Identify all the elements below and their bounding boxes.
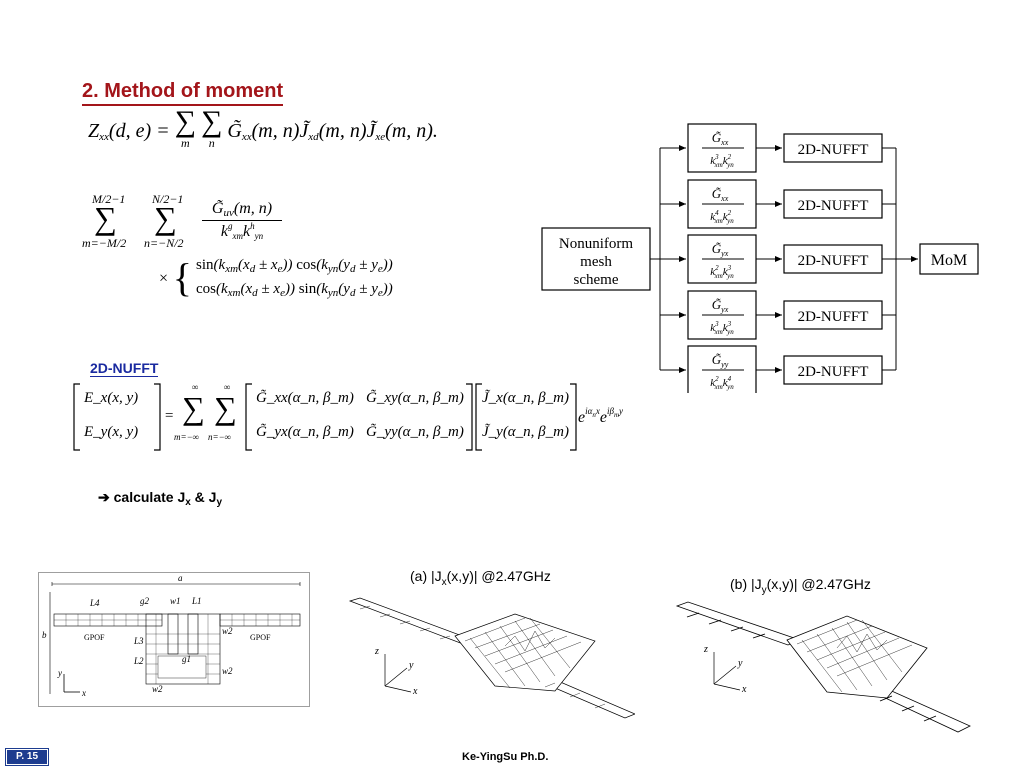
- sum-m-bot: m=−∞: [174, 432, 200, 442]
- slide-title: 2. Method of moment: [82, 80, 284, 106]
- layout-label-l2: L2: [133, 656, 144, 666]
- layout-label-g1: g1: [182, 654, 191, 664]
- nufft-section-label: 2D-NUFFT: [90, 360, 159, 377]
- matrix-e-x: E_x(x, y): [84, 390, 139, 406]
- trig-terms: × { sin(kxm(xd ± xe)) cos(kyn(yd ± ye)) …: [158, 255, 393, 300]
- layout-label-x: x: [81, 688, 86, 698]
- matrix-j-y: J̃_y(α_n, β_m): [482, 424, 569, 440]
- layout-label-l3: L3: [133, 636, 144, 646]
- layout-label-w2-b: w2: [222, 666, 233, 676]
- footer-author: Ke-YingSu Ph.D.: [462, 751, 549, 763]
- nufft-box-5: 2D-NUFFT: [798, 364, 869, 380]
- sum-n-bot: n=−∞: [208, 432, 232, 442]
- caption-b: (b) |Jy(x,y)| @2.47GHz: [730, 576, 871, 596]
- exp-terms: eiαnxeiβmy: [578, 406, 623, 426]
- matrix-g-xy: G̃_xy(α_n, β_m): [366, 390, 464, 406]
- sum-sign-m: ∑: [94, 200, 117, 236]
- matrix-g-yy: G̃_yy(α_n, β_m): [366, 424, 464, 440]
- matrix-brackets: [73, 383, 577, 451]
- source-line-2: mesh: [580, 254, 612, 270]
- svg-text:x: x: [412, 686, 418, 697]
- svg-text:x: x: [741, 684, 747, 695]
- current-plot-a: z y x: [348, 597, 635, 719]
- layout-label-b: b: [42, 630, 47, 640]
- layout-label-g2: g2: [140, 596, 150, 606]
- layout-label-l1: L1: [191, 596, 202, 606]
- calculate-text: calculate J: [113, 489, 186, 505]
- nufft-box-3: 2D-NUFFT: [798, 253, 869, 269]
- layout-label-w1: w1: [170, 596, 181, 606]
- matrix-g-xx: G̃_xx(α_n, β_m): [256, 390, 354, 406]
- calculate-line: ➔ calculate Jx & Jy: [98, 489, 223, 508]
- double-sum-equation: M/2−1 ∑ m=−M/2 N/2−1 ∑ n=−N/2 G̃uv(m, n)…: [82, 192, 462, 302]
- caption-a: (a) |Jx(x,y)| @2.47GHz: [410, 568, 551, 588]
- sum-bot-n: n=−N/2: [144, 236, 184, 250]
- mom-box: MoM: [919, 243, 979, 275]
- sum-bot-m: m=−M/2: [82, 236, 127, 250]
- arrow-icon: ➔: [98, 489, 110, 505]
- antenna-layout-figure: a b L4 g2 w1 L1 GPOF GPOF L3 L2 g1 w2 w2…: [38, 572, 310, 707]
- svg-text:y: y: [408, 660, 414, 671]
- source-line-3: scheme: [574, 272, 619, 288]
- nufft-box-2: 2D-NUFFT: [798, 198, 869, 214]
- mom-label: MoM: [931, 252, 967, 269]
- page-number-badge: P. 15: [5, 748, 49, 766]
- layout-label-y: y: [57, 668, 62, 678]
- svg-text:z: z: [374, 646, 379, 657]
- layout-label-gpof-left: GPOF: [84, 633, 105, 642]
- layout-label-w2-c: w2: [152, 684, 163, 694]
- matrix-j-x: J̃_x(α_n, β_m): [482, 390, 569, 406]
- layout-label-gpof-right: GPOF: [250, 633, 271, 642]
- svg-text:y: y: [737, 658, 743, 669]
- sum-n-sign: ∑: [214, 390, 237, 426]
- matrix-e-y: E_y(x, y): [84, 424, 139, 440]
- sum-m-top: ∞: [192, 382, 199, 392]
- nufft-boxes: 2D-NUFFT 2D-NUFFT 2D-NUFFT 2D-NUFFT 2D-N…: [783, 133, 883, 385]
- matrix-equation: E_x(x, y) E_y(x, y) = ∑ ∞ m=−∞ ∑ ∞ n=−∞ …: [62, 380, 652, 460]
- source-line-1: Nonuniform: [559, 236, 633, 252]
- layout-label-a: a: [178, 573, 183, 583]
- matrix-g-yx: G̃_yx(α_n, β_m): [256, 424, 354, 440]
- layout-label-l4: L4: [89, 598, 100, 608]
- nufft-box-4: 2D-NUFFT: [798, 309, 869, 325]
- equals-sign: =: [164, 408, 175, 424]
- sum-sign-n: ∑: [154, 200, 177, 236]
- svg-text:z: z: [703, 644, 708, 655]
- green-box-1: [687, 123, 757, 173]
- zxx-equation: Zxx(d, e) = ∑m ∑n G̃xx(m, n)J̃xd(m, n)J̃…: [88, 105, 438, 151]
- sum-m-sign: ∑: [182, 390, 205, 426]
- source-box: Nonuniform mesh scheme: [541, 227, 651, 291]
- sum-top-n: N/2−1: [152, 192, 184, 206]
- fraction: G̃uv(m, n) kgxmkhyn: [202, 200, 282, 241]
- nufft-box-1: 2D-NUFFT: [798, 142, 869, 158]
- layout-label-w2-a: w2: [222, 626, 233, 636]
- sum-top-m: M/2−1: [92, 192, 126, 206]
- current-plot-b: z y x: [675, 601, 971, 733]
- sum-n-top: ∞: [224, 382, 231, 392]
